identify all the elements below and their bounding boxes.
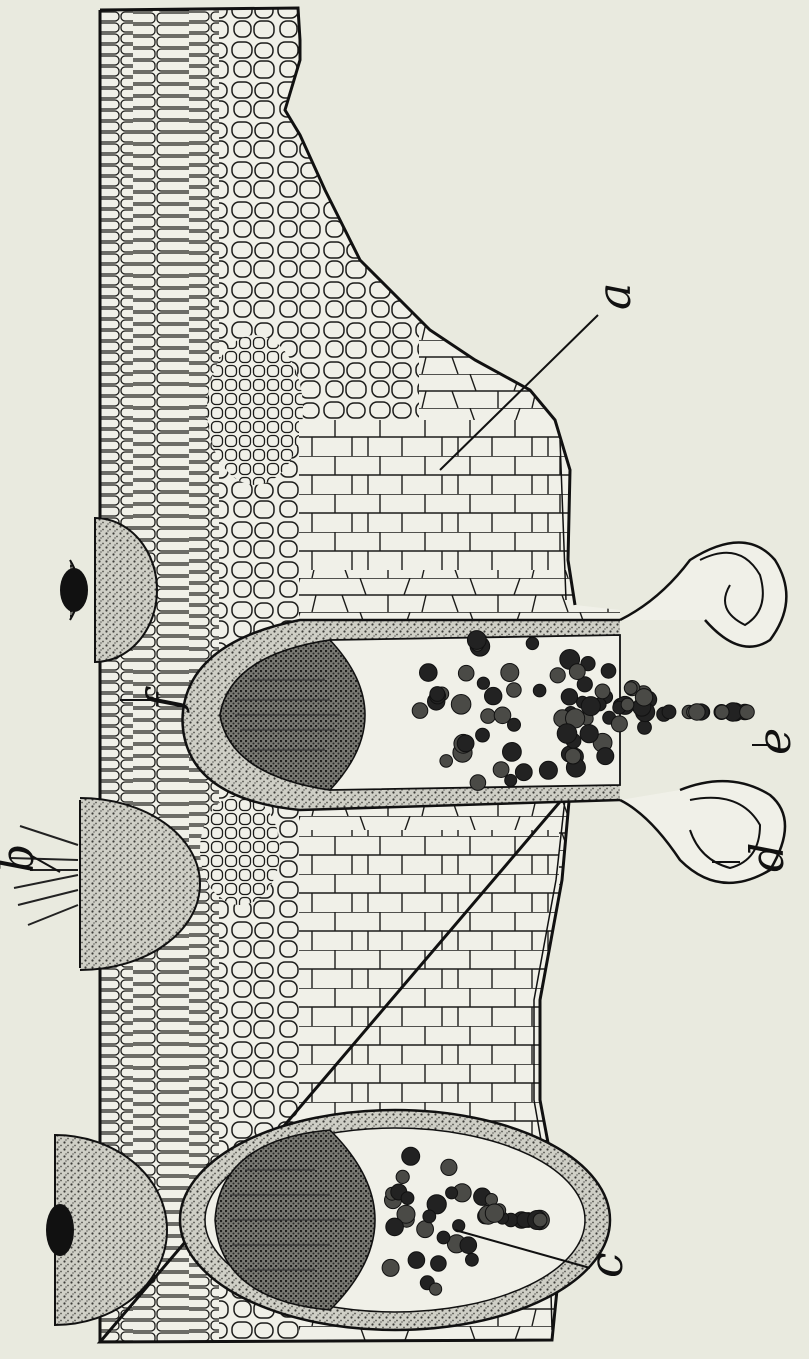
aeciospore	[460, 1237, 477, 1254]
aeciospore	[689, 704, 705, 720]
aeciospore	[446, 1187, 458, 1199]
label-e-group: e	[747, 728, 801, 755]
aeciospore	[408, 1252, 425, 1269]
aeciospore	[437, 1231, 450, 1244]
aeciospore	[503, 743, 522, 762]
aeciospore	[402, 1147, 420, 1165]
aeciospore	[451, 695, 471, 715]
aeciospore	[569, 664, 585, 680]
aeciospore	[662, 705, 676, 719]
aeciospore	[420, 664, 438, 682]
aeciospore	[597, 748, 614, 765]
aeciospore	[441, 1159, 457, 1175]
aeciospore	[431, 1256, 447, 1272]
aeciospore	[485, 687, 502, 704]
aeciospore	[740, 705, 755, 720]
aeciospore	[423, 1210, 436, 1223]
aeciospore	[715, 705, 729, 719]
aeciospore	[501, 664, 519, 682]
aeciospore	[440, 755, 453, 768]
aeciospore	[595, 684, 610, 699]
aeciospore	[601, 664, 616, 679]
aeciospore	[505, 774, 517, 786]
label-a: a	[587, 283, 641, 310]
aeciospore	[477, 677, 489, 689]
aeciospore	[485, 1204, 503, 1222]
aeciospore	[476, 728, 490, 742]
aeciospore	[581, 697, 600, 716]
aeciospore	[557, 724, 577, 744]
aeciospore	[430, 1283, 442, 1295]
aeciospore	[466, 1253, 479, 1266]
aeciospore	[638, 721, 652, 735]
aeciospore	[611, 716, 627, 732]
aeciospore	[539, 761, 557, 779]
aeciospore	[458, 665, 474, 681]
label-c: c	[579, 1252, 633, 1278]
aeciospore	[412, 703, 428, 719]
aeciospore	[526, 637, 538, 649]
aeciospore	[430, 687, 445, 702]
label-d: d	[740, 843, 794, 872]
aeciospore	[507, 683, 522, 698]
aeciospore	[386, 1218, 404, 1236]
aeciospore	[382, 1259, 399, 1276]
aeciospore	[467, 631, 486, 650]
aeciospore	[624, 682, 637, 695]
label-b: b	[0, 844, 44, 873]
aeciospore	[580, 725, 598, 743]
aeciospore	[470, 775, 486, 791]
aeciospore	[533, 684, 546, 697]
aeciospore	[550, 668, 565, 683]
aeciospore	[481, 709, 496, 724]
aecidium-closed	[180, 1110, 610, 1330]
aeciospore	[565, 748, 581, 764]
aeciospore	[401, 1192, 414, 1205]
aeciospore	[635, 689, 652, 706]
aeciospore	[533, 1213, 547, 1227]
label-e: e	[747, 728, 801, 755]
aeciospore	[561, 689, 577, 705]
aeciospore	[621, 698, 634, 711]
aeciospore	[417, 1221, 434, 1238]
aeciospore	[493, 762, 509, 778]
aeciospore	[457, 735, 474, 752]
aeciospore	[515, 764, 532, 781]
aeciospore	[494, 707, 511, 724]
aeciospore	[453, 1220, 465, 1232]
aeciospore	[396, 1170, 409, 1183]
